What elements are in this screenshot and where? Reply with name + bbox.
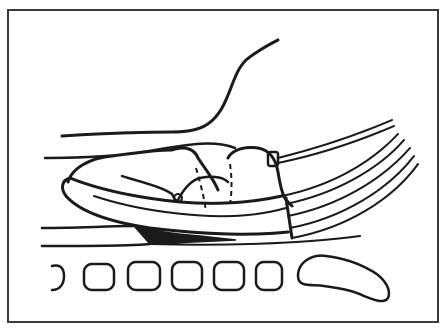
dashed-guide-2 [230,164,232,204]
segment-4 [214,262,244,290]
base-line-top [42,226,134,228]
knuckle-line [122,176,172,194]
tube-line-2 [286,140,404,204]
base-line-bottom [42,244,150,246]
segment-5 [256,262,282,290]
segment-2 [128,262,160,290]
dashed-guide-1 [196,168,206,212]
surface-line [45,144,235,158]
segment-partial [52,265,64,290]
segment-1 [84,264,114,290]
cable-line-1 [278,120,392,158]
irregular-shape [298,256,389,301]
segment-3 [172,262,202,290]
cable-line-2 [278,126,394,163]
hand-contour [62,40,278,136]
tube-line-5 [292,164,418,238]
